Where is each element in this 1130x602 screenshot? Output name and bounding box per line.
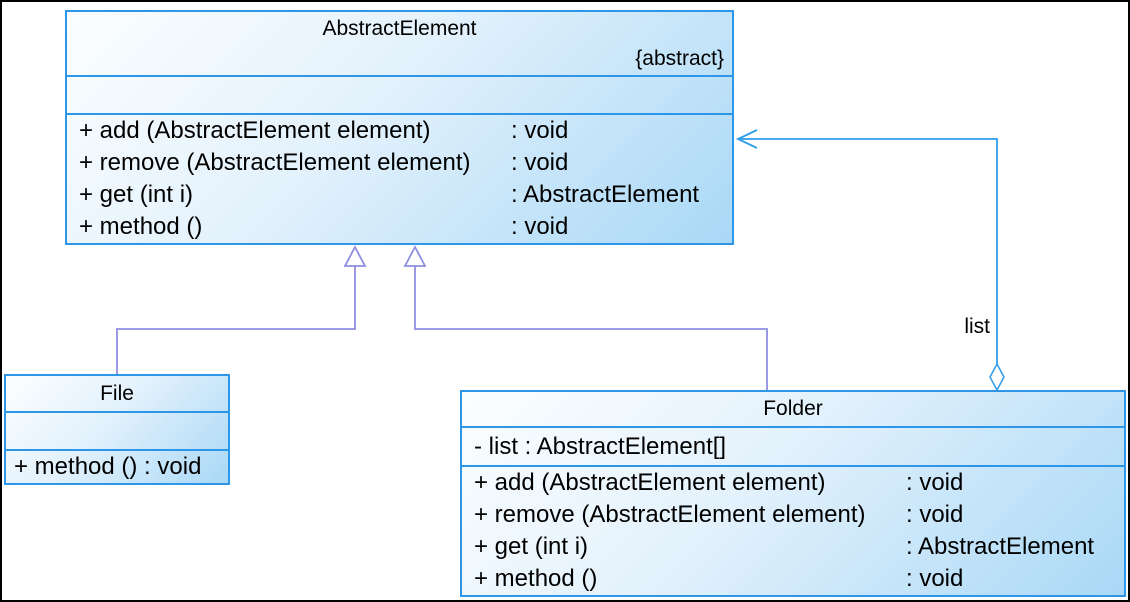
class-box-abstractelement[interactable]: AbstractElement {abstract} + add (Abstra… bbox=[65, 10, 734, 245]
generalization-arrowhead-icon bbox=[343, 245, 367, 267]
operation-row: + get (int i) : AbstractElement bbox=[67, 179, 732, 211]
operation-row: + remove (AbstractElement element) : voi… bbox=[67, 147, 732, 179]
operation-row: + method () : void bbox=[462, 563, 1124, 595]
operation-row: + remove (AbstractElement element) : voi… bbox=[462, 499, 1124, 531]
operation-return-type: : void bbox=[511, 149, 569, 176]
operation-return-type: : void bbox=[906, 565, 964, 592]
generalization-arrowhead-icon bbox=[403, 245, 427, 267]
operation-return-type: : void bbox=[511, 213, 569, 240]
operation-signature: + add (AbstractElement element) bbox=[79, 117, 431, 144]
operation-row: + add (AbstractElement element) : void bbox=[67, 115, 732, 147]
class-attributes-compartment bbox=[67, 75, 732, 113]
aggregation-diamond-icon bbox=[989, 362, 1005, 392]
class-operations-compartment: + add (AbstractElement element) : void +… bbox=[462, 465, 1124, 595]
class-name: AbstractElement bbox=[322, 17, 477, 40]
class-operations-compartment: + method () : void bbox=[6, 449, 228, 483]
operation-return-type: : void bbox=[906, 469, 964, 496]
operation-signature: + method () bbox=[79, 213, 203, 240]
operation-row: + method () : void bbox=[67, 211, 732, 241]
class-attributes-compartment bbox=[6, 411, 228, 449]
class-name: Folder bbox=[763, 397, 823, 420]
operation-return-type: : AbstractElement bbox=[511, 181, 700, 208]
generalization-edge-folder bbox=[403, 245, 768, 390]
class-name: File bbox=[100, 382, 134, 405]
operation-row: + add (AbstractElement element) : void bbox=[462, 467, 1124, 499]
class-attributes-compartment: - list : AbstractElement[] bbox=[462, 426, 1124, 465]
operation-signature: + add (AbstractElement element) bbox=[474, 469, 826, 496]
attribute-row: - list : AbstractElement[] bbox=[474, 433, 727, 460]
operation-signature: + get (int i) bbox=[474, 533, 589, 560]
operation-signature: + remove (AbstractElement element) bbox=[79, 149, 471, 176]
operation-return-type: : AbstractElement bbox=[906, 533, 1095, 560]
operation-signature: + method () bbox=[474, 565, 598, 592]
operation-row: + method () : void bbox=[14, 453, 202, 480]
class-operations-compartment: + add (AbstractElement element) : void +… bbox=[67, 113, 732, 241]
class-title-compartment: Folder bbox=[462, 392, 1124, 426]
class-box-folder[interactable]: Folder - list : AbstractElement[] + add … bbox=[460, 390, 1126, 597]
class-title-compartment: AbstractElement {abstract} bbox=[67, 12, 732, 75]
class-stereotype: {abstract} bbox=[635, 47, 724, 70]
aggregation-edge-list bbox=[735, 129, 1005, 392]
operation-return-type: : void bbox=[906, 501, 964, 528]
operation-row: + get (int i) : AbstractElement bbox=[462, 531, 1124, 563]
operation-signature: + get (int i) bbox=[79, 181, 194, 208]
class-title-compartment: File bbox=[6, 376, 228, 411]
class-box-file[interactable]: File + method () : void bbox=[4, 374, 230, 485]
generalization-edge-file bbox=[116, 245, 367, 374]
aggregation-label-list: list bbox=[964, 315, 990, 338]
open-arrowhead-icon bbox=[735, 129, 758, 149]
operation-signature: + remove (AbstractElement element) bbox=[474, 501, 866, 528]
operation-return-type: : void bbox=[511, 117, 569, 144]
